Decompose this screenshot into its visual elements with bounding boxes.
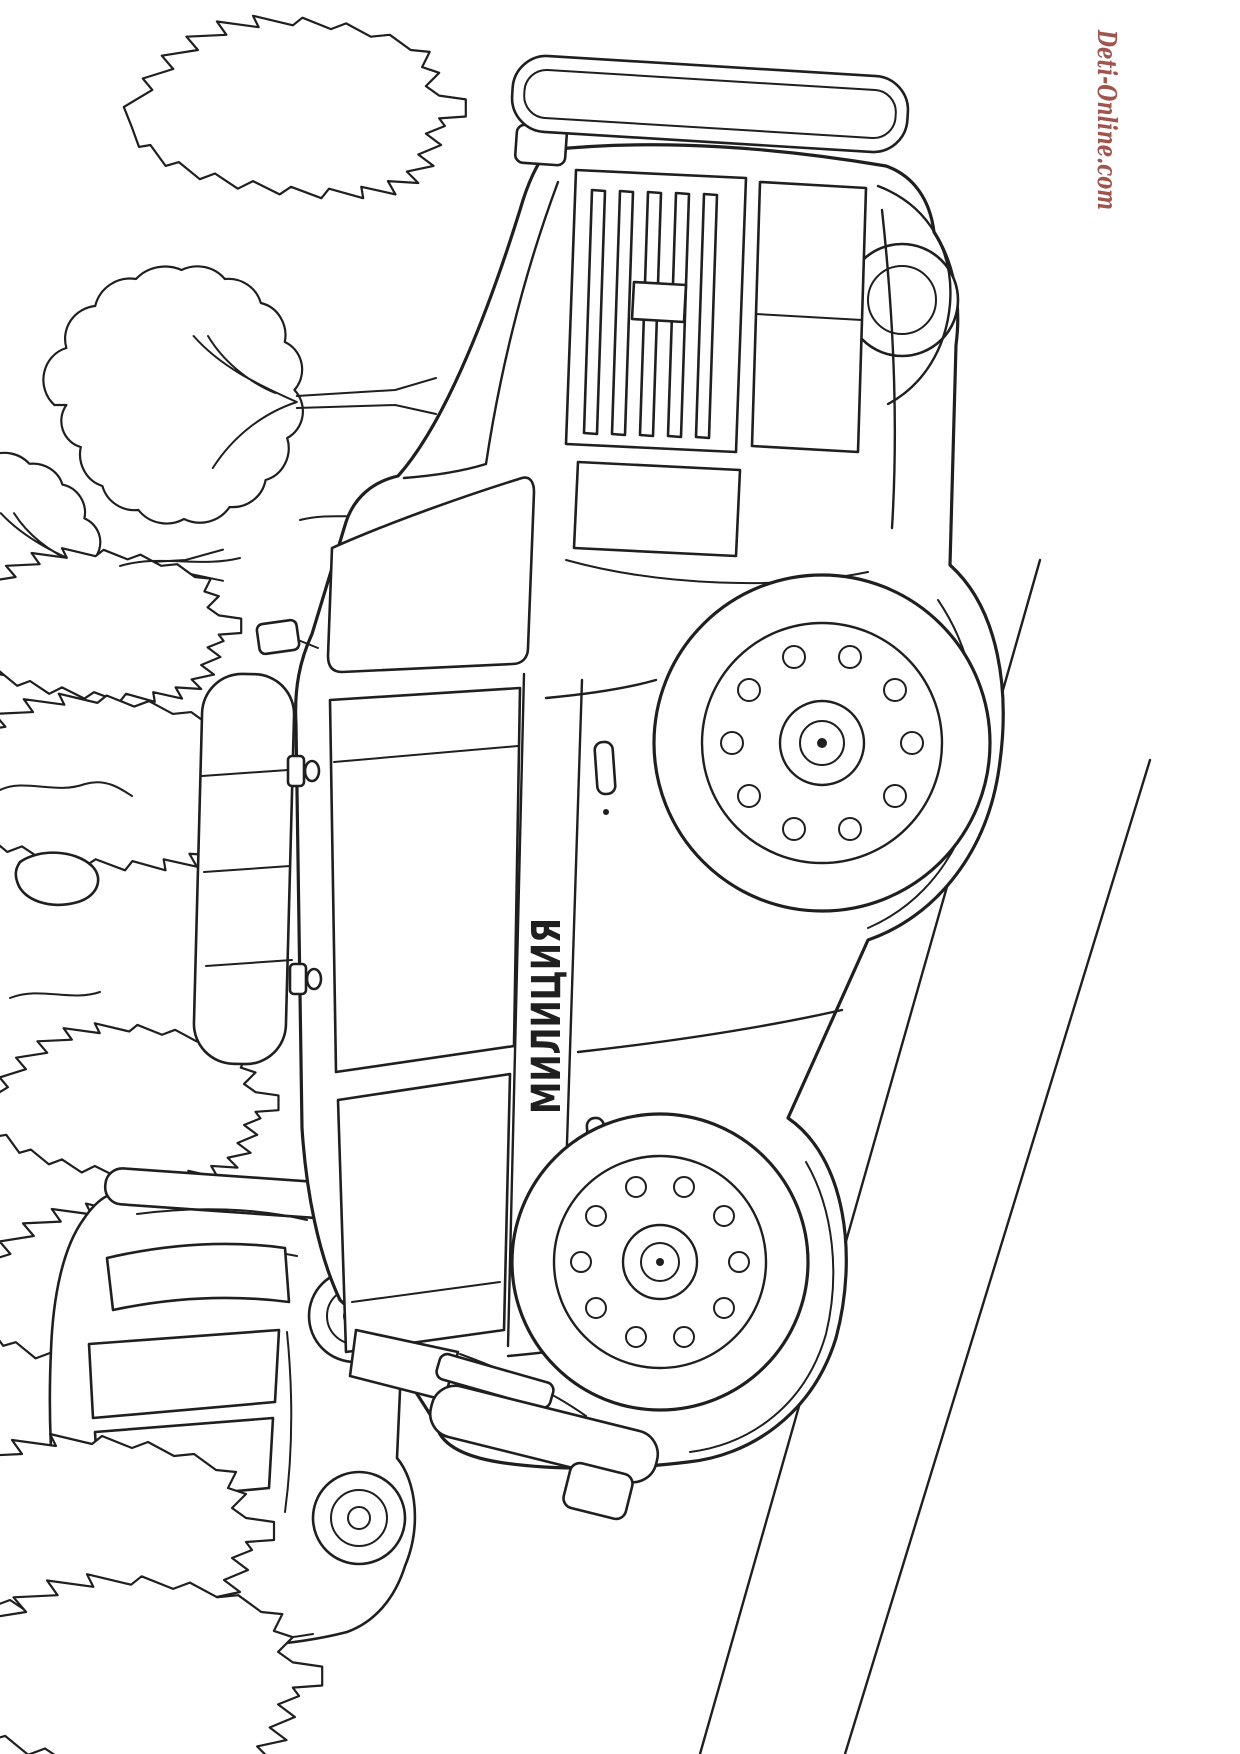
- door-handle: [593, 740, 617, 796]
- grille-slat: [610, 189, 635, 437]
- militia-lettering: МИЛИЦИЯ: [524, 918, 570, 1114]
- vent-window-divider: [333, 745, 519, 763]
- background-car-window: [87, 1328, 281, 1420]
- ground-squiggle: [0, 513, 389, 1707]
- light-bar-post: [286, 754, 306, 788]
- lower-valance: [572, 460, 742, 558]
- far-fender-arch: [876, 184, 952, 406]
- rear-door-window: [336, 1072, 512, 1354]
- grille-slat: [694, 192, 719, 440]
- background-car-rear-wheel: [311, 1470, 407, 1566]
- quarter-window-divider: [351, 1281, 501, 1303]
- background-car-windshield: [105, 1242, 291, 1312]
- road-edge-line: [843, 758, 1152, 1754]
- headlight-divider: [755, 313, 863, 321]
- front-fascia: [513, 123, 869, 585]
- front-wheel: [652, 573, 992, 913]
- rear-end: [348, 1328, 660, 1521]
- background-trees: [0, 14, 467, 1707]
- rear-wheel: [510, 1112, 810, 1412]
- grille-emblem: [630, 280, 688, 324]
- fir-tree: [122, 14, 467, 200]
- watermark: Deti-Online.com: [1091, 29, 1121, 210]
- windshield: [326, 476, 536, 674]
- roof-light-bar: [192, 672, 323, 1066]
- bush-blob: [14, 851, 100, 907]
- light-bar-foot: [305, 967, 323, 991]
- fir-tree: [0, 547, 243, 703]
- side-mirror: [255, 618, 319, 656]
- door-keyhole: [603, 809, 609, 815]
- rear-bumper: [428, 1384, 660, 1484]
- exhaust-guard: [562, 1461, 634, 1521]
- light-bar-segments: [201, 769, 293, 967]
- front-bumper: [510, 54, 910, 154]
- light-bar-foot: [303, 759, 321, 783]
- front-door-window: [328, 686, 522, 1074]
- hood-cut-line: [402, 180, 896, 530]
- light-bar-post: [288, 962, 308, 996]
- police-car: МИЛИЦИЯ: [192, 54, 1005, 1521]
- grille-slat: [582, 188, 607, 436]
